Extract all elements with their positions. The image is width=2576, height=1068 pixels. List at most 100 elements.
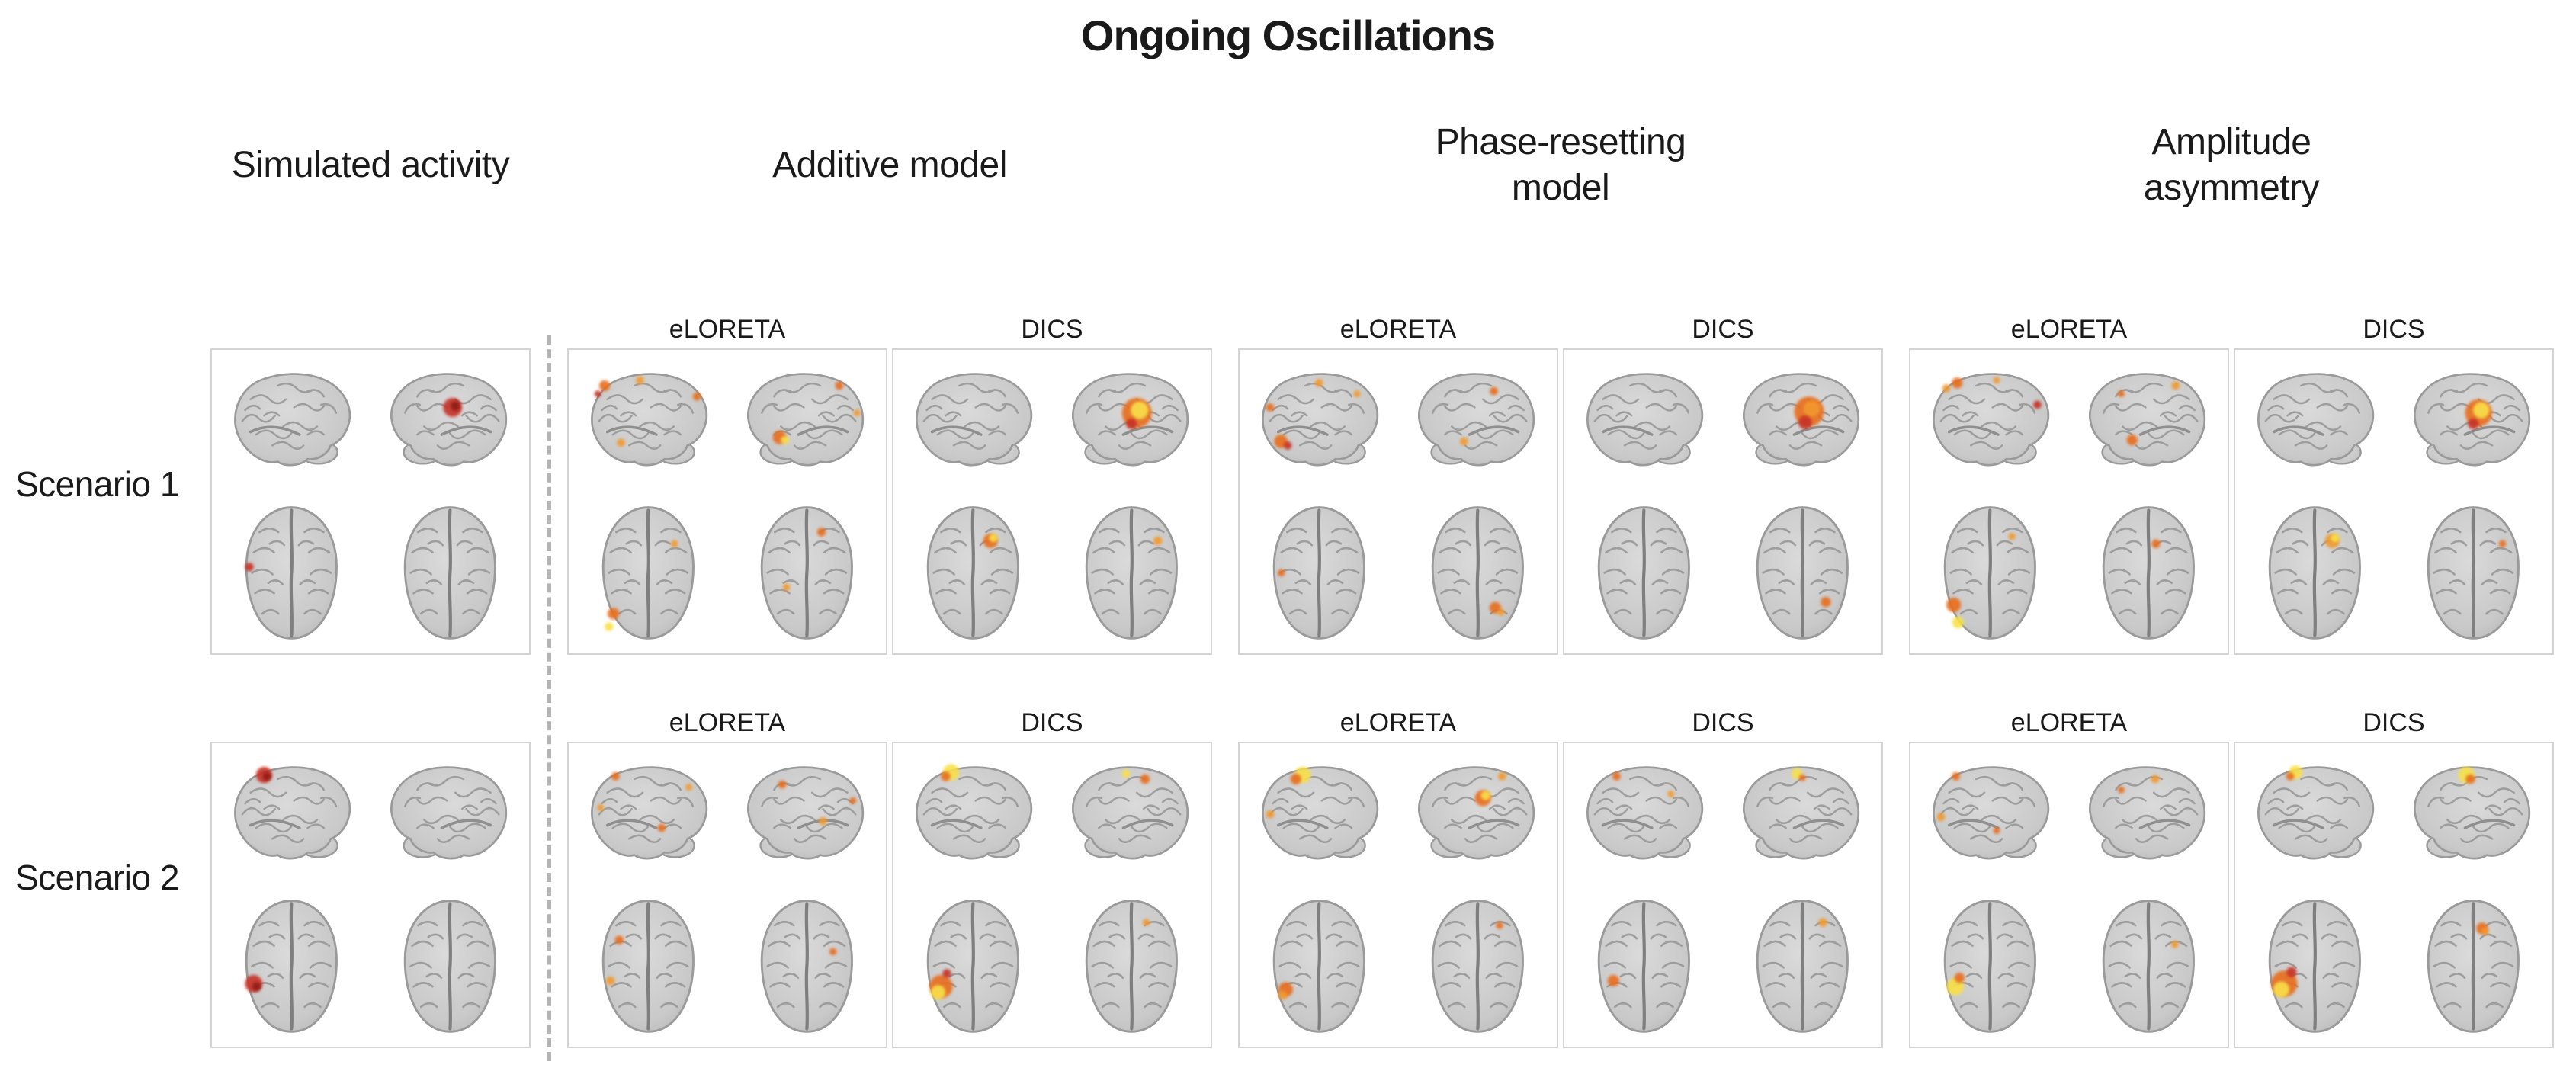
activation-hotspot: [1952, 772, 1960, 781]
brain-view-cell: [212, 886, 371, 1047]
activation-hotspot: [1290, 774, 1301, 785]
brain-view-cell: [212, 743, 371, 886]
brain-view-cell: [1240, 743, 1398, 886]
brain-view-cell: [212, 492, 371, 653]
brain-view-cell: [1052, 886, 1211, 1047]
brain-axial-right: [392, 893, 508, 1039]
column-headers: Simulated activity Additive model Phase-…: [0, 115, 2576, 216]
brain-axial-left: [1586, 500, 1702, 646]
brain-view-cell: [2069, 350, 2228, 492]
brain-view-cell: [1910, 492, 2069, 653]
brain-view-cell: [2235, 743, 2394, 886]
brain-axial-right: [2415, 500, 2532, 646]
activation-hotspot: [2117, 390, 2125, 398]
brain-axial-right: [1744, 500, 1861, 646]
brain-view-cell: [893, 492, 1052, 653]
activation-hotspot: [252, 982, 261, 991]
brain-lateral-left: [1932, 373, 2050, 467]
brain-view-cell: [1564, 886, 1723, 1047]
column-header-label: Simulated activity: [231, 145, 510, 185]
brain-view-cell: [1723, 743, 1881, 886]
brain-view-cell: [1052, 743, 1211, 886]
activation-hotspot: [941, 771, 951, 781]
activation-hotspot: [835, 381, 844, 390]
activation-hotspot: [1798, 774, 1806, 781]
activation-hotspot: [1667, 791, 1675, 798]
activation-hotspot: [942, 969, 951, 978]
brain-panel-amplitude-dics: [2234, 348, 2554, 655]
activation-hotspot: [611, 772, 620, 781]
activation-hotspot: [816, 528, 826, 537]
column-header-label: Additive model: [772, 145, 1007, 185]
brain-view-cell: [1240, 350, 1398, 492]
brain-view-cell: [2394, 886, 2552, 1047]
brain-panel-amplitude-eloreta: [1909, 348, 2229, 655]
activation-hotspot: [1278, 990, 1287, 1000]
column-header-simulated: Simulated activity: [210, 143, 531, 188]
activation-hotspot: [1314, 379, 1323, 387]
brain-view-cell: [212, 350, 371, 492]
activation-hotspot: [1607, 974, 1619, 987]
brain-lateral-left: [1261, 766, 1379, 861]
brain-view-cell: [1723, 492, 1881, 653]
brain-lateral-right: [746, 373, 865, 467]
scenario-label: Scenario 2: [15, 858, 179, 897]
brain-lateral-left: [233, 373, 351, 467]
activation-hotspot: [849, 797, 857, 805]
dashed-divider: [547, 335, 551, 1061]
brain-view-cell: [1398, 492, 1557, 653]
activation-hotspot: [930, 985, 945, 1000]
brain-panel-amplitude-eloreta: [1909, 742, 2229, 1048]
brain-view-cell: [2069, 492, 2228, 653]
method-label-eloreta: eLORETA: [669, 315, 786, 344]
panel-slot: DICS: [892, 313, 1212, 655]
brain-panel-amplitude-dics: [2234, 742, 2554, 1048]
brain-view-cell: [1240, 886, 1398, 1047]
brain-panel-phase-eloreta: [1238, 742, 1558, 1048]
activation-hotspot: [2467, 418, 2479, 430]
activation-hotspot: [617, 438, 625, 447]
brain-view-cell: [569, 886, 727, 1047]
brain-axial-left: [1932, 500, 2048, 646]
brain-view-cell: [1564, 743, 1723, 886]
brain-lateral-right: [390, 373, 508, 467]
column-header-amplitude-asymmetry: Amplitude asymmetry: [1909, 120, 2554, 211]
activation-hotspot: [1142, 919, 1150, 927]
panel-slot: DICS: [1563, 707, 1883, 1048]
activation-hotspot: [1121, 769, 1131, 778]
method-label-empty: [210, 707, 531, 742]
activation-hotspot: [1266, 403, 1275, 412]
activation-hotspot: [670, 540, 678, 548]
activation-hotspot: [607, 608, 619, 620]
scenario-label: Scenario 1: [15, 464, 179, 504]
activation-hotspot: [988, 533, 998, 543]
panel-slot: DICS: [2234, 707, 2554, 1048]
panel-slot: DICS: [892, 707, 1212, 1048]
activation-hotspot: [1277, 569, 1285, 577]
brain-view-cell: [727, 350, 886, 492]
brain-lateral-right: [390, 766, 508, 861]
brain-axial-left: [590, 893, 707, 1039]
activation-hotspot: [1131, 401, 1149, 419]
brain-axial-right: [2090, 500, 2207, 646]
brain-axial-right: [1073, 500, 1190, 646]
brain-panel-additive-dics: [892, 348, 1212, 655]
brain-view-cell: [1240, 492, 1398, 653]
activation-hotspot: [1125, 418, 1137, 430]
brain-view-cell: [569, 492, 727, 653]
method-label-dics: DICS: [1692, 708, 1754, 737]
panel-slot: [210, 313, 531, 655]
activation-hotspot: [635, 376, 644, 385]
column-header-label: Amplitude asymmetry: [2143, 122, 2320, 208]
brain-lateral-right: [2088, 373, 2206, 467]
activation-hotspot: [1817, 918, 1827, 927]
activation-hotspot: [1283, 441, 1292, 450]
method-label-dics: DICS: [2363, 708, 2425, 737]
brain-panel-additive-dics: [892, 742, 1212, 1048]
method-label-dics: DICS: [2363, 315, 2425, 344]
brain-view-cell: [1398, 350, 1557, 492]
brain-axial-left: [1261, 893, 1378, 1039]
activation-hotspot: [1803, 400, 1821, 418]
panel-slot: DICS: [1563, 313, 1883, 655]
activation-hotspot: [2473, 402, 2490, 419]
